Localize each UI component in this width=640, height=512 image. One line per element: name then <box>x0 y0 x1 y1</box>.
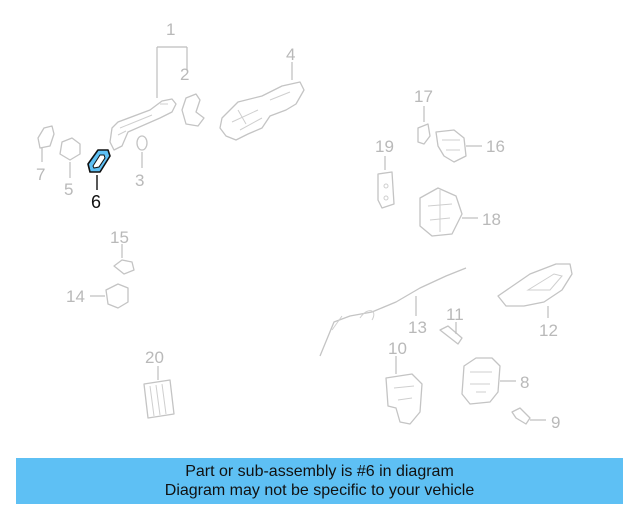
part-13-cable[interactable] <box>319 267 467 357</box>
callout-14[interactable]: 14 <box>66 287 85 306</box>
part-8-lock-actuator[interactable] <box>461 357 501 405</box>
callout-20[interactable]: 20 <box>145 348 164 367</box>
part-10-latch-bracket[interactable] <box>385 373 423 425</box>
part-19-striker[interactable] <box>377 171 395 209</box>
part-17-plate[interactable] <box>417 123 431 145</box>
part-4-handle-frame[interactable] <box>219 81 305 141</box>
part-12-inside-handle[interactable] <box>497 263 573 307</box>
callout-13[interactable]: 13 <box>408 318 427 337</box>
callout-18[interactable]: 18 <box>482 210 501 229</box>
callout-7[interactable]: 7 <box>36 165 45 184</box>
callout-5[interactable]: 5 <box>64 180 73 199</box>
part-20-grille[interactable] <box>143 379 175 419</box>
callout-2[interactable]: 2 <box>180 65 189 84</box>
part-2-bracket[interactable] <box>181 93 205 127</box>
callout-1[interactable]: 1 <box>166 20 175 39</box>
callout-19[interactable]: 19 <box>375 137 394 156</box>
callout-8[interactable]: 8 <box>520 373 529 392</box>
part-3-ring[interactable] <box>136 135 148 151</box>
part-11-clip[interactable] <box>439 325 463 345</box>
callout-17[interactable]: 17 <box>414 87 433 106</box>
leader-1 <box>156 46 188 98</box>
callout-15[interactable]: 15 <box>110 228 129 247</box>
parts-diagram: 1 2 3 4 5 6 7 8 9 <box>36 20 573 432</box>
part-14-bracket[interactable] <box>105 283 129 309</box>
info-banner: Part or sub-assembly is #6 in diagram Di… <box>16 458 623 504</box>
part-7-cover[interactable] <box>37 125 55 149</box>
part-5-cap[interactable] <box>59 137 81 161</box>
banner-line-1: Part or sub-assembly is #6 in diagram <box>185 463 454 480</box>
part-15-bolt[interactable] <box>113 259 135 275</box>
callout-3[interactable]: 3 <box>135 171 144 190</box>
callout-9[interactable]: 9 <box>551 413 560 432</box>
part-6-gasket-highlighted[interactable] <box>87 149 111 173</box>
banner-line-2: Diagram may not be specific to your vehi… <box>164 482 475 499</box>
callout-10[interactable]: 10 <box>388 339 407 358</box>
part-18-lower-hinge[interactable] <box>419 187 463 237</box>
part-1-outside-handle[interactable] <box>109 98 177 151</box>
callout-16[interactable]: 16 <box>486 137 505 156</box>
callout-4[interactable]: 4 <box>286 45 295 64</box>
part-16-hinge[interactable] <box>435 129 467 163</box>
part-9-screw[interactable] <box>511 407 531 425</box>
callout-12[interactable]: 12 <box>539 321 558 340</box>
callout-6[interactable]: 6 <box>91 192 101 212</box>
callout-11[interactable]: 11 <box>446 305 464 324</box>
